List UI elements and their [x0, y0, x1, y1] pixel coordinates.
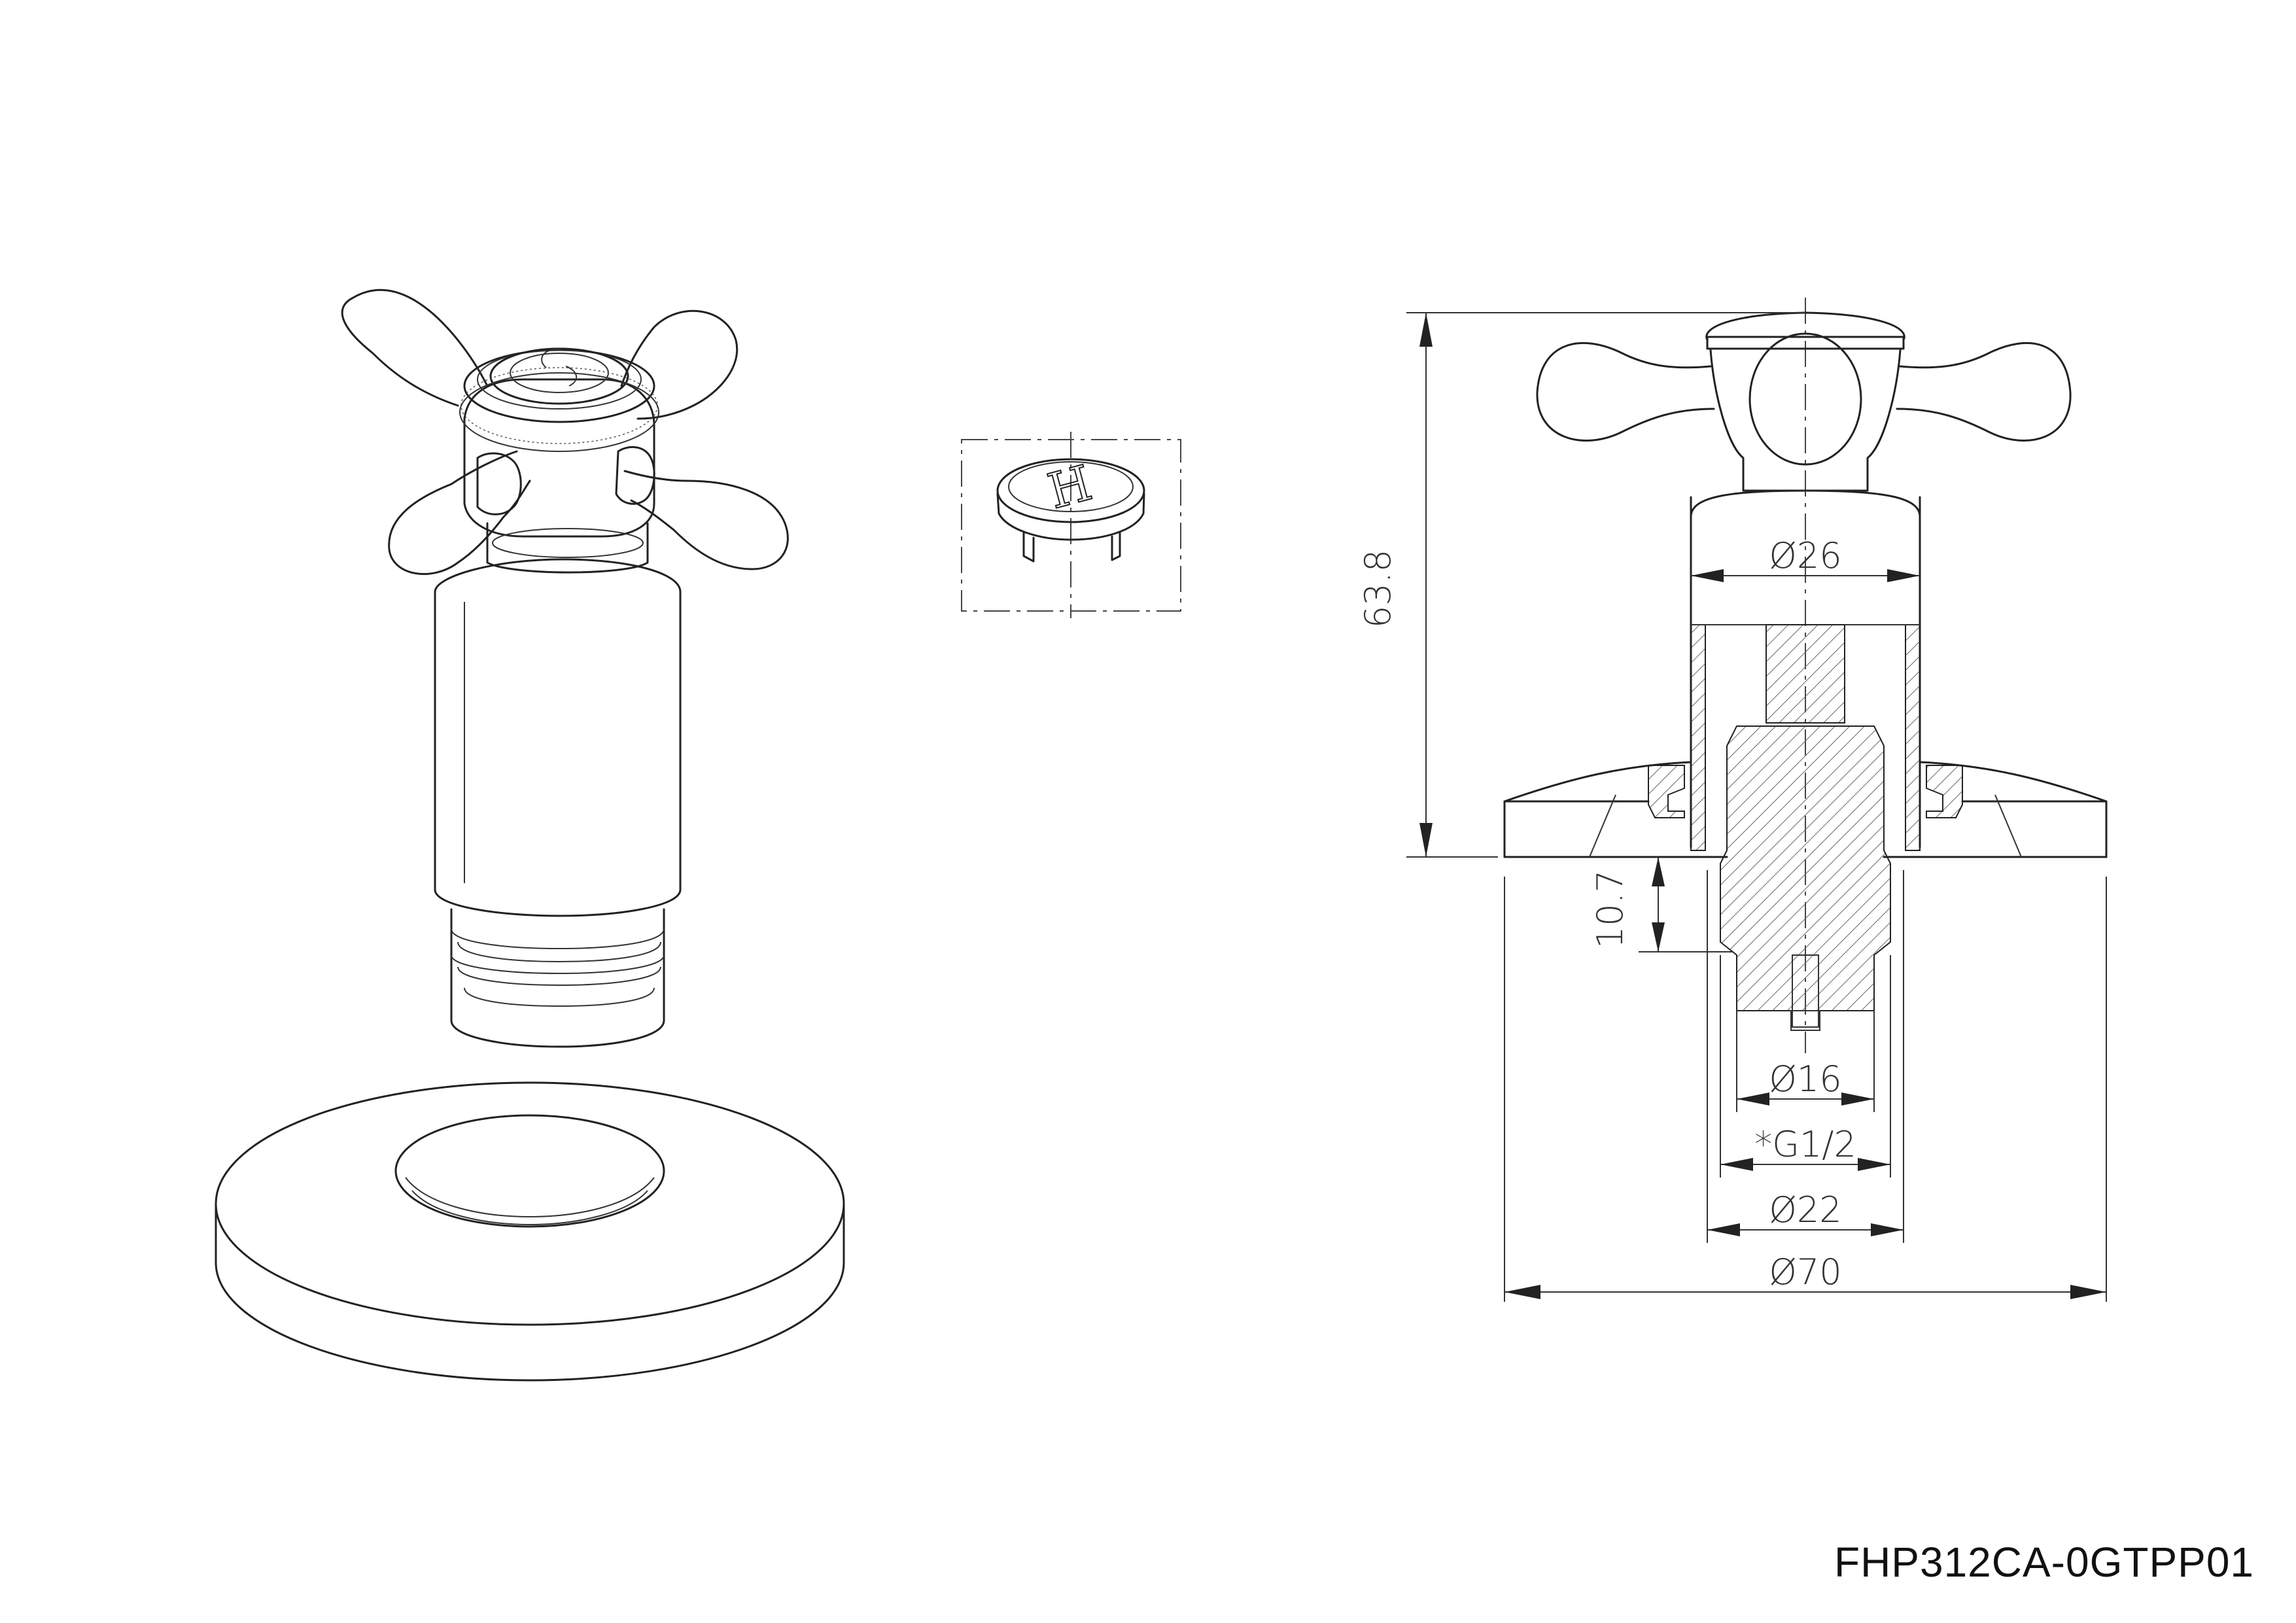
section-view: 63.8 10.7 Ø26 Ø16 *G1/2 — [1357, 298, 2108, 1302]
extension-lines — [1406, 312, 2107, 1302]
dimension-thread-diameter: Ø22 — [1707, 1189, 1904, 1236]
handle-arm-front-right — [623, 470, 789, 570]
svg-text:10.7: 10.7 — [1590, 870, 1631, 949]
drawing-code: FHP312CA-0GTPP01 — [1834, 1539, 2254, 1586]
svg-text:63.8: 63.8 — [1357, 550, 1399, 628]
isometric-valve-view — [341, 289, 789, 1048]
svg-text:Ø26: Ø26 — [1769, 535, 1841, 576]
isometric-flange-view — [215, 1081, 845, 1382]
dimension-thread-length: 10.7 — [1590, 857, 1665, 952]
svg-text:*G1/2: *G1/2 — [1754, 1124, 1856, 1165]
svg-text:Ø16: Ø16 — [1769, 1058, 1841, 1100]
dimension-flange-diameter: Ø70 — [1505, 1251, 2106, 1299]
dimension-thread-spec: *G1/2 — [1720, 1124, 1890, 1171]
valve-sleeve — [434, 522, 682, 917]
indicator-cap: H — [996, 454, 1145, 563]
section-handle — [1536, 311, 2072, 492]
dimension-height-total: 63.8 — [1357, 313, 1433, 857]
threaded-tail — [450, 908, 665, 1048]
handle-arm-back-right — [620, 309, 739, 420]
handle-hub — [459, 347, 659, 538]
section-cartridge — [1720, 624, 1891, 1031]
section-sleeve — [1690, 489, 1921, 851]
dimension-sleeve-diameter: Ø26 — [1691, 535, 1920, 582]
svg-text:Ø70: Ø70 — [1769, 1251, 1841, 1293]
section-flange — [1503, 761, 2108, 858]
handle-arm-front-left — [388, 450, 531, 575]
indicator-cap-detail: H — [961, 432, 1181, 618]
svg-text:Ø22: Ø22 — [1769, 1189, 1841, 1230]
dimension-spindle-diameter: Ø16 — [1737, 1058, 1874, 1106]
handle-arm-back-left — [341, 289, 489, 407]
